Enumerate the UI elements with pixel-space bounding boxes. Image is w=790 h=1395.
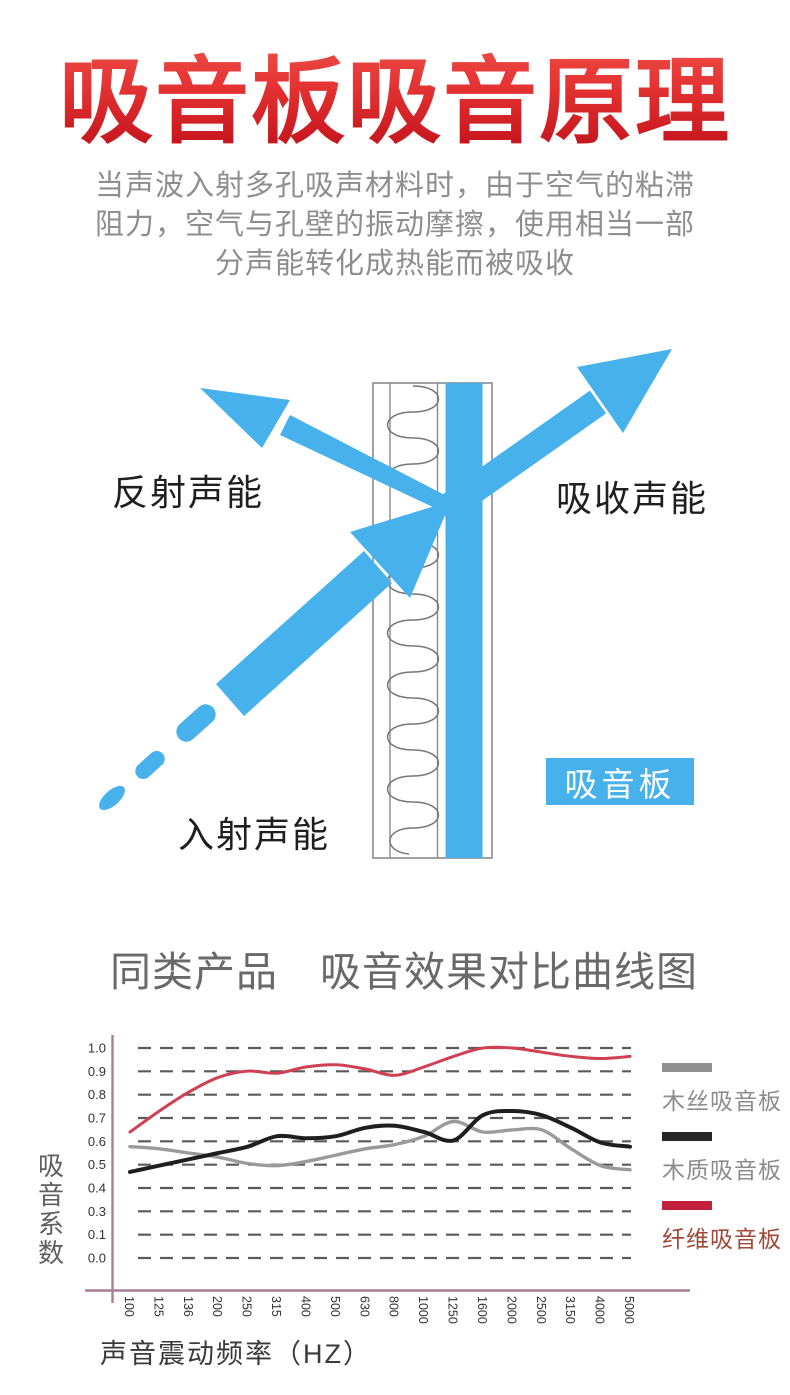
y-tick-label: 0.3 [88, 1204, 106, 1219]
incident-sound-arrow [99, 501, 451, 811]
y-tick-label: 0.9 [88, 1064, 106, 1079]
x-tick-label: 315 [269, 1296, 283, 1317]
x-tick-label: 100 [122, 1296, 136, 1317]
legend-label: 木丝吸音板 [662, 1088, 782, 1114]
x-tick-label: 1000 [416, 1296, 430, 1324]
x-tick-labels: 100 125 136 200 250 315 400 500 630 800 1000 1250 16… [122, 1296, 636, 1324]
reflected-sound-arrow [200, 388, 451, 512]
y-tick-label: 0.7 [88, 1111, 106, 1126]
x-tick-label: 125 [151, 1296, 165, 1317]
legend-label: 纤维吸音板 [662, 1226, 782, 1252]
acoustic-panel-graphic [372, 382, 493, 859]
x-tick-label: 4000 [593, 1296, 607, 1324]
x-tick-label: 1600 [475, 1296, 489, 1324]
x-tick-label: 630 [357, 1296, 371, 1317]
curve-series-1 [128, 1108, 632, 1174]
chart-title: 同类产品 吸音效果对比曲线图 [110, 949, 698, 995]
x-tick-label: 800 [387, 1296, 401, 1317]
gridlines [138, 1046, 631, 1260]
x-tick-label: 5000 [622, 1296, 636, 1324]
y-tick-label: 0.4 [88, 1181, 106, 1196]
legend-swatch [662, 1201, 712, 1210]
x-tick-label: 400 [298, 1296, 312, 1317]
legend-item: 木质吸音板 [662, 1132, 782, 1185]
absorption-principle-diagram [99, 349, 672, 859]
legend-label: 木质吸音板 [662, 1157, 782, 1183]
y-tick-labels: 1.0 0.9 0.8 0.7 0.6 0.5 0.4 0.3 0.1 0.0 [88, 1041, 106, 1266]
panel-badge: 吸音板 [546, 758, 694, 805]
y-tick-label: 0.1 [88, 1227, 106, 1242]
x-tick-label: 2000 [504, 1296, 518, 1324]
x-tick-label: 3150 [563, 1296, 577, 1324]
y-tick-label: 0.0 [88, 1251, 106, 1266]
absorbed-energy-label: 吸收声能 [556, 478, 709, 519]
series-curves [128, 1045, 632, 1174]
reflected-energy-label: 反射声能 [112, 472, 265, 513]
x-tick-label: 250 [240, 1296, 254, 1317]
x-tick-label: 136 [181, 1296, 195, 1317]
legend-item: 纤维吸音板 [662, 1201, 782, 1254]
absorbed-sound-arrow [433, 349, 672, 524]
legend-swatch [662, 1132, 712, 1141]
x-tick-label: 500 [328, 1296, 342, 1317]
curve-series-0 [128, 1119, 632, 1172]
page-title: 吸音板吸音原理 [0, 26, 790, 162]
y-axis-title: 吸音系数 [37, 1151, 64, 1268]
x-tick-label: 200 [210, 1296, 224, 1317]
y-tick-label: 0.5 [88, 1157, 106, 1172]
y-tick-label: 0.6 [88, 1134, 106, 1149]
x-axis-title: 声音震动频率（HZ） [100, 1339, 372, 1369]
incident-energy-label: 入射声能 [178, 814, 331, 855]
chart-legend: 木丝吸音板木质吸音板纤维吸音板 [662, 1063, 782, 1270]
comparison-line-chart: 1.0 0.9 0.8 0.7 0.6 0.5 0.4 0.3 0.1 0.0 100 125 136… [85, 1035, 690, 1324]
y-tick-label: 0.8 [88, 1087, 106, 1102]
x-tick-label: 1250 [446, 1296, 460, 1324]
curve-series-2 [128, 1045, 632, 1134]
legend-swatch [662, 1063, 712, 1072]
x-tick-label: 2500 [534, 1296, 548, 1324]
legend-item: 木丝吸音板 [662, 1063, 782, 1116]
porous-material-squiggle [386, 385, 440, 855]
y-tick-label: 1.0 [88, 1041, 106, 1056]
intro-paragraph: 当声波入射多孔吸声材料时，由于空气的粘滞 阻力，空气与孔壁的振动摩擦，使用相当一… [94, 170, 695, 280]
